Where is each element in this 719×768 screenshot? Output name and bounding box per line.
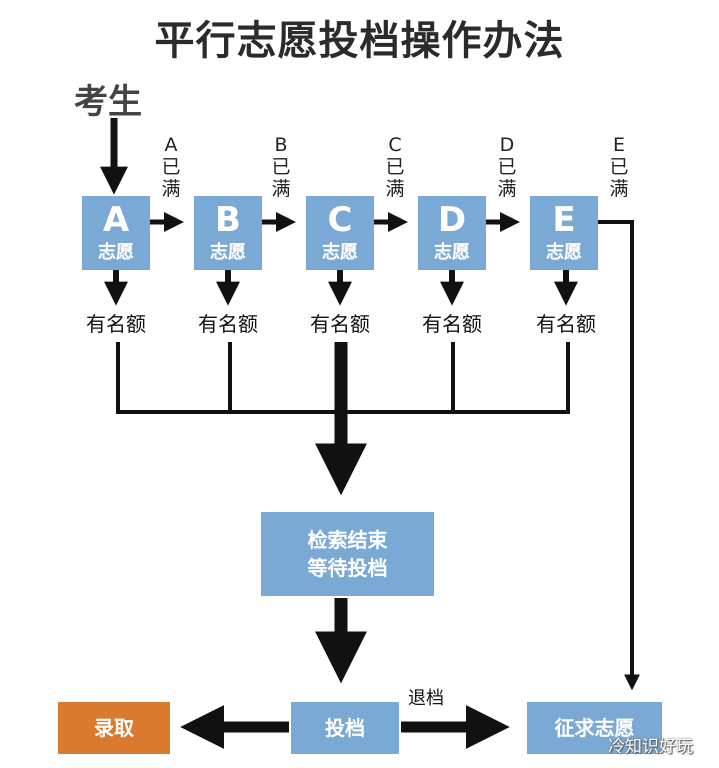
invest-box: 投档 bbox=[291, 702, 399, 754]
wish-d-label: 志愿 bbox=[434, 242, 470, 263]
quota-label-e: 有名额 bbox=[536, 312, 596, 336]
search-end-line2: 等待投档 bbox=[307, 556, 388, 580]
wish-e-letter: E bbox=[552, 200, 576, 240]
wish-b-box: B 志愿 bbox=[194, 196, 262, 270]
wish-a-label: 志愿 bbox=[98, 242, 134, 263]
quota-label-d: 有名额 bbox=[422, 312, 482, 336]
wish-c-label: 志愿 bbox=[322, 242, 358, 263]
search-end-box: 检索结束 等待投档 bbox=[261, 512, 434, 596]
watermark: 冷知识好玩 bbox=[608, 737, 693, 757]
quota-label-a: 有名额 bbox=[86, 312, 146, 336]
examinee-label: 考生 bbox=[74, 82, 142, 122]
solicit-box: 征求志愿 bbox=[527, 702, 662, 754]
wish-d-box: D 志愿 bbox=[418, 196, 486, 270]
wish-e-box: E 志愿 bbox=[530, 196, 598, 270]
wish-b-label: 志愿 bbox=[210, 242, 246, 263]
admit-box: 录取 bbox=[58, 702, 170, 754]
diagram-title: 平行志愿投档操作办法 bbox=[154, 18, 565, 64]
quota-label-b: 有名额 bbox=[198, 312, 258, 336]
arrow-e-solicit bbox=[598, 220, 640, 691]
wish-c-letter: C bbox=[327, 200, 353, 240]
return-label: 退档 bbox=[408, 688, 444, 709]
wish-c-box: C 志愿 bbox=[306, 196, 374, 270]
wish-a-letter: A bbox=[102, 200, 130, 240]
wish-a-box: A 志愿 bbox=[82, 196, 150, 270]
wish-d-letter: D bbox=[437, 200, 467, 240]
wish-b-letter: B bbox=[215, 200, 241, 240]
search-end-line1: 检索结束 bbox=[307, 528, 388, 552]
quota-label-c: 有名额 bbox=[310, 312, 370, 336]
wish-e-label: 志愿 bbox=[546, 242, 582, 263]
